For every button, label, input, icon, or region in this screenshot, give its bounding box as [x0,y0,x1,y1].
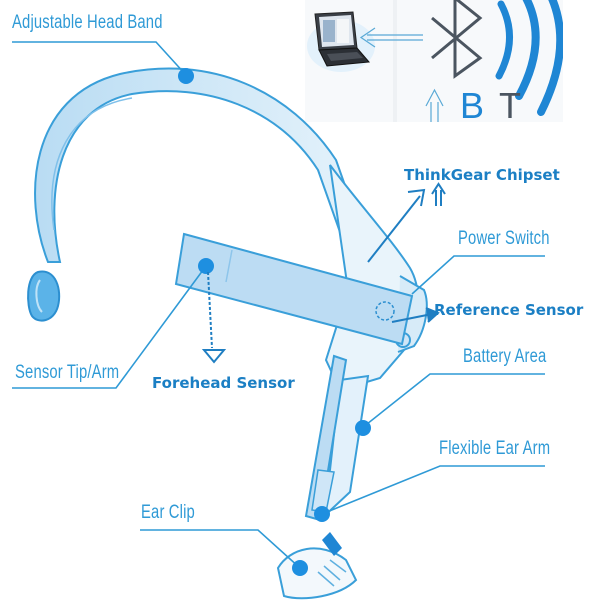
label-flexible-ear-arm: Flexible Ear Arm [439,438,551,459]
label-battery-area: Battery Area [463,346,547,367]
ear-arm [304,354,370,522]
bluetooth-inset: B T [305,0,563,122]
marker-dots [178,68,371,576]
signal-waves-icon [495,0,563,116]
headband [34,67,374,268]
bluetooth-inset-art: B T [305,0,563,122]
dot-sensor-tip [198,258,214,274]
label-adjustable-head-band: Adjustable Head Band [12,12,163,33]
annotation-thinkgear-chipset: ThinkGear Chipset [404,166,560,184]
dot-ear-clip [292,560,308,576]
dot-head-band [178,68,194,84]
annotation-arrows [201,182,446,364]
bt-logo-text: B [460,85,490,122]
sensor-arm [174,232,414,346]
annotation-reference-sensor: Reference Sensor [434,301,584,319]
dot-battery [355,420,371,436]
dot-ear-arm [314,506,330,522]
arrow-to-laptop [359,27,423,48]
annotation-forehead-sensor: Forehead Sensor [152,374,295,392]
label-ear-clip: Ear Clip [141,502,195,523]
arrow-up-icon [425,88,444,122]
ear-clip [276,532,358,600]
laptop-icon [307,11,375,72]
label-power-switch: Power Switch [458,228,550,249]
label-sensor-tip-arm: Sensor Tip/Arm [15,362,120,383]
bluetooth-icon [431,0,483,79]
bt-logo-text-t: T [499,85,521,122]
left-ear-pad [27,270,61,322]
leader-lines [12,41,545,569]
